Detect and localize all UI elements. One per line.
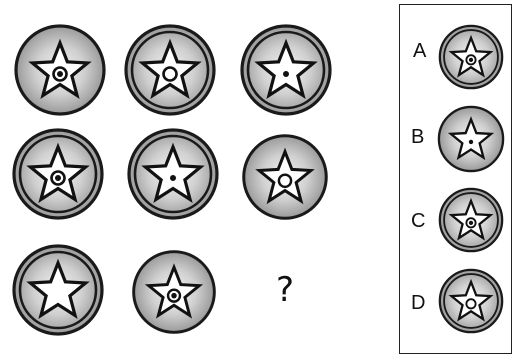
- coin-r3c1: [10, 242, 106, 338]
- coin-r2c3: [240, 132, 330, 222]
- option-d-coin[interactable]: [437, 267, 505, 335]
- option-b-label[interactable]: B: [411, 127, 424, 147]
- coin-r1c1: [12, 22, 108, 118]
- option-d-label[interactable]: D: [411, 293, 425, 313]
- coin-r3c2: [130, 248, 218, 336]
- option-a-label[interactable]: A: [413, 41, 426, 61]
- coin-r2c2: [125, 126, 221, 222]
- option-c-label[interactable]: C: [411, 211, 425, 231]
- option-a-coin[interactable]: [437, 23, 505, 91]
- coin-r1c2: [122, 22, 218, 118]
- option-c-coin[interactable]: [437, 186, 505, 254]
- coin-r2c1: [10, 126, 106, 222]
- question-mark: ?: [276, 273, 294, 307]
- option-b-coin[interactable]: [436, 104, 506, 174]
- coin-r1c3: [238, 22, 334, 118]
